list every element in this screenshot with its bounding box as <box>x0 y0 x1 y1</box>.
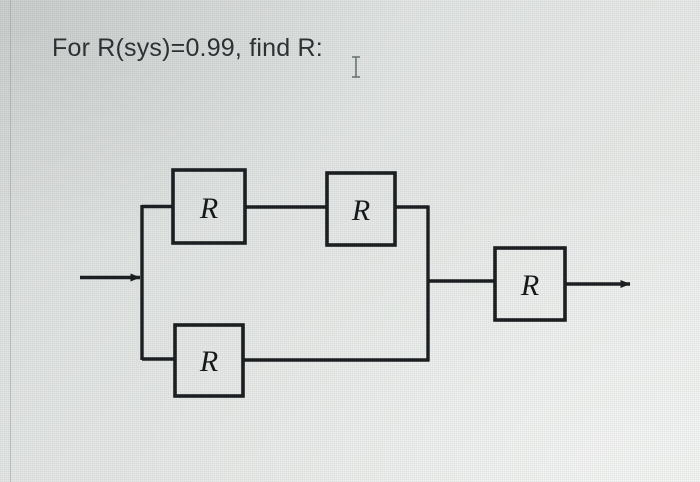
block-series-out: R <box>493 246 567 322</box>
block-lower: R <box>173 323 245 398</box>
block-outline <box>325 171 397 247</box>
left-edge-scan-line <box>10 0 11 482</box>
text-cursor-i-beam-icon <box>352 56 360 78</box>
block-outline <box>493 246 567 322</box>
block-label: R <box>199 192 218 225</box>
block-label: R <box>199 345 218 378</box>
block-upper-left: R <box>171 168 247 245</box>
block-label: R <box>520 269 539 302</box>
block-upper-right: R <box>325 171 397 247</box>
block-outline <box>173 323 245 398</box>
block-outline <box>171 168 247 245</box>
page-title: For R(sys)=0.99, find R: <box>52 34 323 62</box>
block-label: R <box>351 194 370 227</box>
